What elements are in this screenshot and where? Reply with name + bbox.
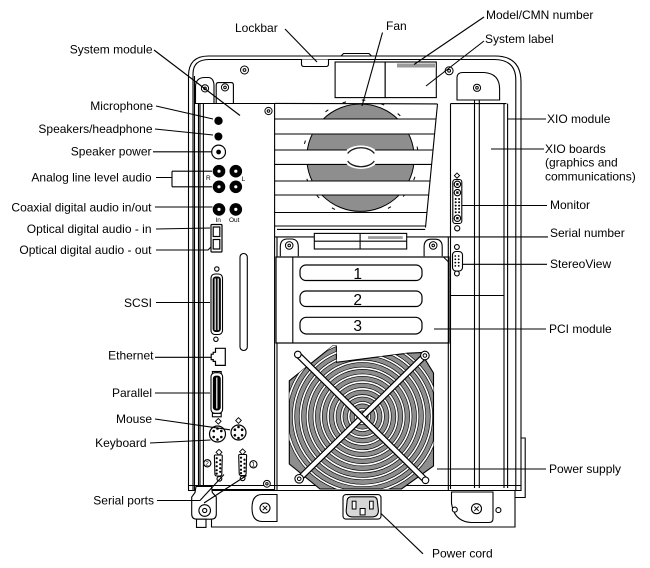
svg-text:PCI module: PCI module <box>549 322 612 336</box>
svg-text:Optical digital audio - out: Optical digital audio - out <box>19 243 152 257</box>
svg-text:Parallel: Parallel <box>112 386 152 400</box>
svg-text:2: 2 <box>353 292 362 309</box>
svg-text:Model/CMN number: Model/CMN number <box>486 8 593 22</box>
svg-text:1: 1 <box>251 462 255 469</box>
svg-text:Serial ports: Serial ports <box>93 494 154 508</box>
svg-text:Fan: Fan <box>386 19 407 33</box>
svg-text:Power supply: Power supply <box>549 462 621 476</box>
svg-text:XIO boards: XIO boards <box>545 142 606 156</box>
svg-text:Speakers/headphone: Speakers/headphone <box>38 122 152 136</box>
svg-text:(graphics and: (graphics and <box>545 156 618 170</box>
svg-text:1: 1 <box>353 266 362 283</box>
svg-text:Speaker power: Speaker power <box>71 144 152 158</box>
svg-text:Monitor: Monitor <box>550 198 590 212</box>
svg-text:2: 2 <box>205 461 209 468</box>
svg-text:Serial number: Serial number <box>550 226 625 240</box>
svg-text:Out: Out <box>229 217 240 224</box>
svg-text:Power cord: Power cord <box>432 547 493 561</box>
svg-text:Lockbar: Lockbar <box>235 21 278 35</box>
svg-text:Microphone: Microphone <box>90 99 153 113</box>
svg-text:SCSI: SCSI <box>124 296 152 310</box>
svg-text:Ethernet: Ethernet <box>108 349 154 363</box>
svg-text:R: R <box>206 175 211 182</box>
svg-text:communications): communications) <box>545 169 636 183</box>
svg-text:StereoView: StereoView <box>550 257 611 271</box>
svg-text:Coaxial digital audio in/out: Coaxial digital audio in/out <box>11 201 152 215</box>
svg-text:Mouse: Mouse <box>116 412 152 426</box>
svg-text:L: L <box>242 176 246 183</box>
svg-text:XIO module: XIO module <box>547 112 611 126</box>
svg-text:System module: System module <box>70 43 153 57</box>
svg-text:Analog line level audio: Analog line level audio <box>31 171 151 185</box>
svg-text:3: 3 <box>353 318 362 335</box>
svg-text:Keyboard: Keyboard <box>95 436 146 450</box>
svg-text:System label: System label <box>485 32 554 46</box>
svg-text:Optical digital audio - in: Optical digital audio - in <box>27 222 152 236</box>
svg-text:In: In <box>216 217 222 224</box>
